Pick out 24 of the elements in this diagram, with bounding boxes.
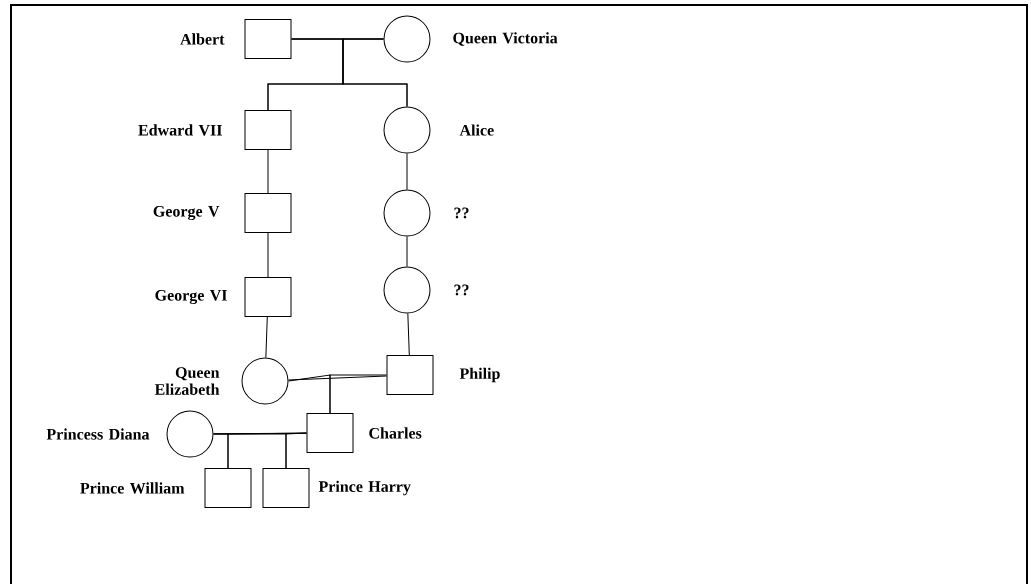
- name-label: George VI: [155, 289, 227, 305]
- name-label: Charles: [369, 427, 422, 439]
- connector-line: [406, 236, 408, 267]
- name-label: Edward VII: [138, 124, 222, 136]
- connector-line: [329, 374, 387, 414]
- name-label: Prince William: [80, 482, 185, 494]
- connector-line: [267, 232, 269, 278]
- connector-line: [288, 375, 387, 381]
- connector-line: [406, 153, 408, 190]
- name-label: ??: [454, 207, 469, 219]
- name-label: Queen Elizabeth: [154, 367, 220, 395]
- name-label: Philip: [459, 367, 500, 383]
- connector-line: [265, 316, 268, 358]
- connector-line: [342, 38, 408, 107]
- connector-line: [285, 432, 307, 469]
- name-label: Princess Diana: [46, 428, 150, 440]
- connector-line: [267, 149, 269, 194]
- name-label: ??: [454, 284, 469, 296]
- name-label: George V: [153, 205, 220, 221]
- name-label: Alice: [459, 124, 494, 136]
- connector-line: [407, 313, 410, 356]
- name-label: Albert: [180, 33, 225, 45]
- name-label: Queen Victoria: [453, 32, 558, 46]
- name-label: Prince Harry: [318, 480, 411, 496]
